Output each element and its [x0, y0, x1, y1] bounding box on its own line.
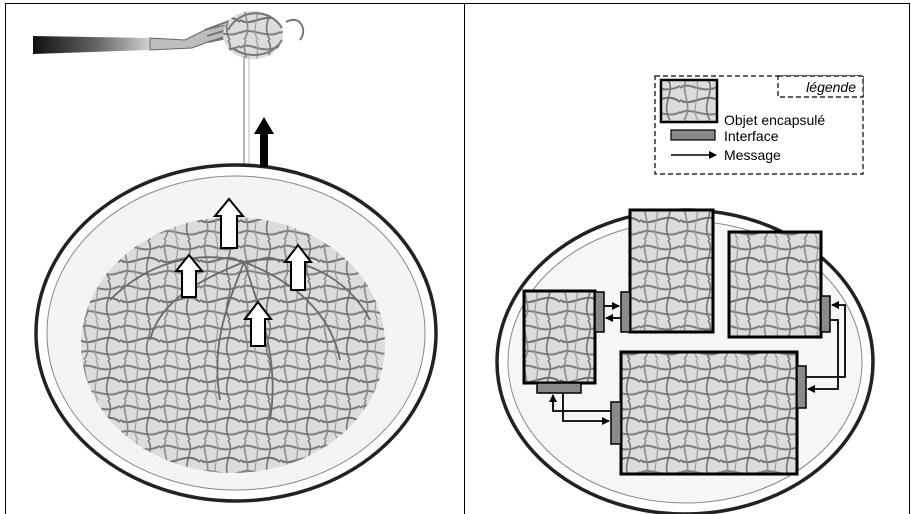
interface-bar: [611, 402, 621, 444]
fork-neck: [150, 24, 232, 50]
encapsulated-object: [524, 291, 595, 383]
interface-bar: [595, 292, 604, 332]
legend-object-label: Objet encapsulé: [724, 112, 825, 128]
legend: légende Objet encapsulé Interface Messag…: [655, 76, 863, 174]
spaghetti-pile: [81, 217, 385, 473]
twirled-noodles: [223, 11, 303, 59]
black-arrow: [254, 117, 274, 167]
legend-title: légende: [806, 79, 856, 95]
interface-bar: [797, 366, 806, 408]
fork-handle: [33, 36, 150, 54]
interface-bar: [537, 383, 581, 393]
encapsulated-object: [729, 232, 821, 337]
fork: [33, 20, 236, 54]
legend-message-label: Message: [724, 147, 781, 163]
encapsulated-object: [621, 352, 797, 474]
legend-interface-label: Interface: [724, 128, 779, 144]
legend-interface-swatch: [671, 130, 715, 140]
interface-bar: [821, 296, 830, 332]
legend-object-swatch: [661, 80, 717, 122]
interface-bar: [621, 292, 630, 332]
encapsulated-object: [630, 210, 713, 332]
